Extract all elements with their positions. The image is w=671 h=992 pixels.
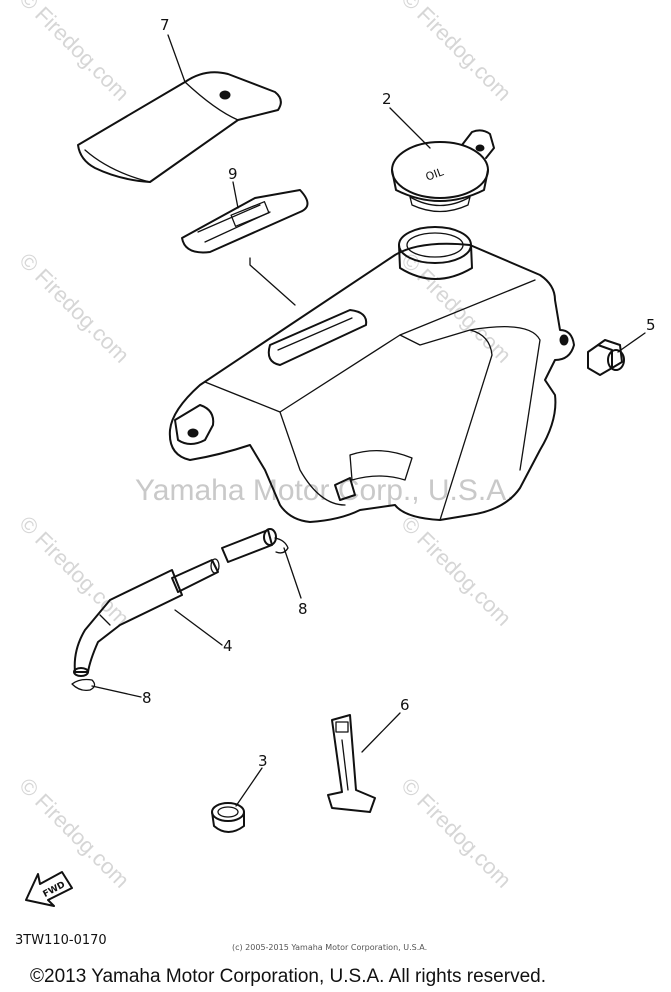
small-copyright: (c) 2005-2015 Yamaha Motor Corporation, …: [232, 943, 427, 952]
firedog-watermark-2: © Firedog.com: [396, 0, 516, 106]
firedog-watermark-7: © Firedog.com: [14, 773, 134, 893]
callout-9: 9: [228, 165, 238, 183]
part-4-hose: [71, 528, 289, 692]
footer-copyright: ©2013 Yamaha Motor Corporation, U.S.A. A…: [30, 966, 546, 987]
callout-2: 2: [382, 90, 392, 108]
leader-9-to-tank: [249, 257, 296, 306]
part-5-bolt: [587, 339, 625, 376]
firedog-watermark-6: © Firedog.com: [396, 511, 516, 631]
callout-8-lower: 8: [142, 689, 152, 707]
firedog-watermark-5: © Firedog.com: [14, 511, 134, 631]
callout-4: 4: [223, 637, 233, 655]
diagram-code: 3TW110-0170: [15, 933, 107, 948]
cap-oil-marking: OIL: [424, 165, 446, 184]
callout-6: 6: [400, 696, 410, 714]
firedog-watermark-1: © Firedog.com: [14, 0, 134, 106]
center-watermark: Yamaha Motor Corp., U.S.A.: [135, 474, 515, 507]
firedog-watermark-3: © Firedog.com: [14, 248, 134, 368]
fwd-arrow-icon: FWD: [25, 871, 73, 907]
firedog-watermark-4: © Firedog.com: [396, 248, 516, 368]
part-9-tube: [181, 189, 309, 254]
part-2-cap: OIL: [391, 129, 495, 213]
oil-tank: [168, 226, 575, 523]
part-6-strap: [327, 714, 376, 813]
part-3-grommet: [211, 802, 245, 833]
callout-leaders: [91, 34, 646, 807]
callout-5: 5: [646, 316, 656, 334]
part-7-pad: [77, 71, 282, 183]
firedog-watermark-8: © Firedog.com: [396, 773, 516, 893]
callout-7: 7: [160, 16, 170, 34]
callout-8-upper: 8: [298, 600, 308, 618]
callout-3: 3: [258, 752, 268, 770]
